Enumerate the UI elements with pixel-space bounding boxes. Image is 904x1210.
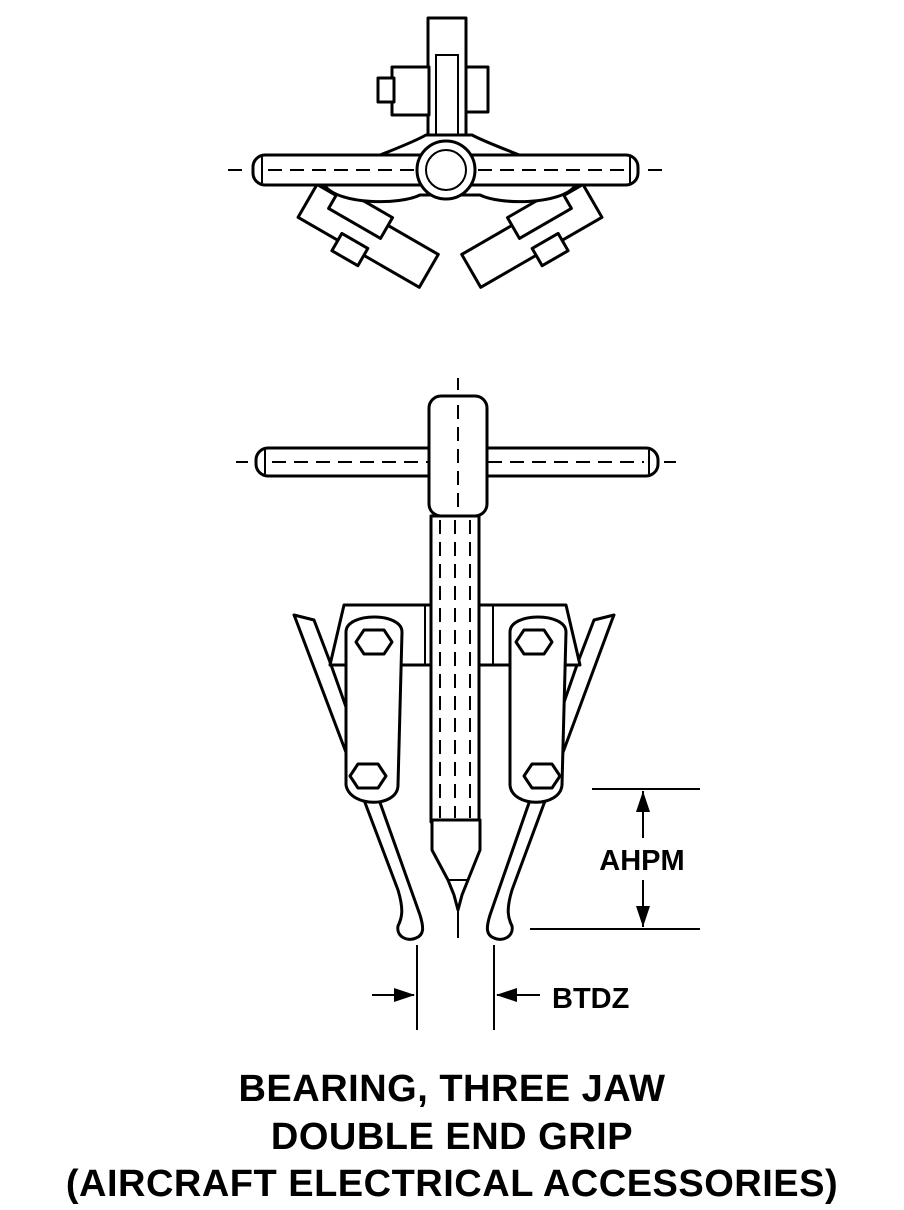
caption-line-3: (AIRCRAFT ELECTRICAL ACCESSORIES): [65, 1163, 839, 1205]
gap-dimension: [372, 945, 540, 1030]
top-view: [228, 16, 662, 289]
height-dimension: [530, 788, 700, 930]
caption-line-1: BEARING, THREE JAW: [238, 1068, 666, 1110]
height-dimension-label: AHPM: [599, 845, 684, 877]
gap-dimension-label: BTDZ: [552, 983, 629, 1015]
caption-line-2: DOUBLE END GRIP: [270, 1116, 634, 1158]
front-view: [236, 378, 676, 941]
